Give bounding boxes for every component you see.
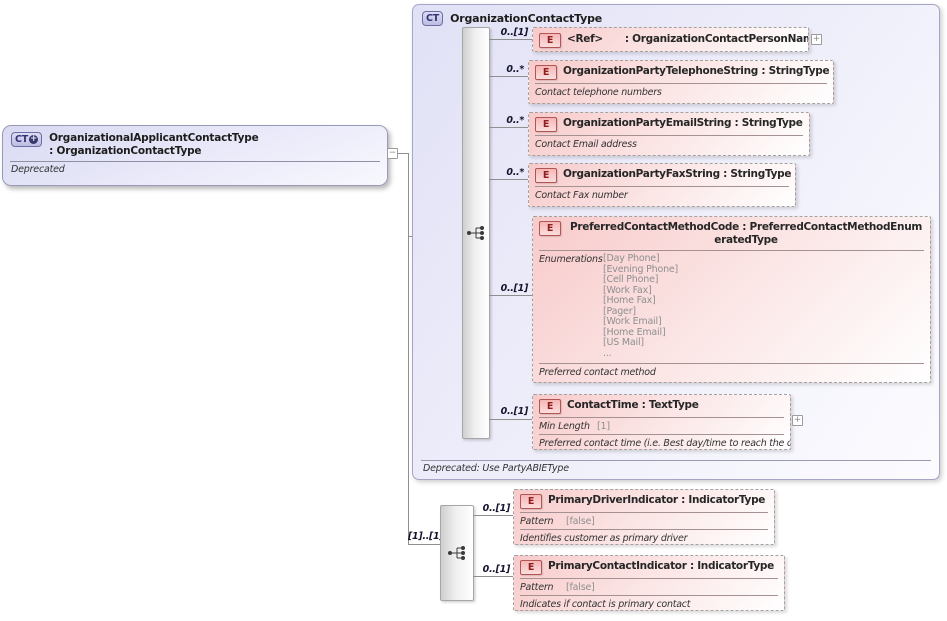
divider [10,161,380,162]
element-annotation: Contact Fax number [535,190,628,201]
divider [520,529,768,530]
cardinality-label: 0..[1] [500,27,529,38]
sequence-icon [448,546,465,560]
element-title: PrimaryDriverIndicator : IndicatorType [548,494,766,506]
container-title: OrganizationContactType [450,12,603,25]
divider [539,417,784,418]
element-title: PrimaryContactIndicator : IndicatorType [548,560,774,572]
expand-handle[interactable]: + [811,34,822,45]
root-title: OrganizationalApplicantContactType : Org… [49,132,379,158]
divider [421,460,931,461]
pattern-facet: Pattern [false] [514,513,774,528]
connector-line [398,153,408,154]
connector-line [489,179,528,180]
element-badge: E [535,168,557,183]
divider [520,595,778,596]
element-badge: E [539,33,561,48]
facet-value: [false] [566,582,595,593]
container-header: CT OrganizationContactType [413,5,939,32]
ct-badge: CT+ [11,132,43,147]
collapse-handle[interactable]: − [387,148,398,159]
connector-line [489,419,532,420]
divider [539,363,924,364]
connector-line [408,153,409,545]
element-title: OrganizationPartyTelephoneString : Strin… [563,65,830,77]
root-name: OrganizationalApplicantContactType [49,132,259,144]
divider [535,135,803,136]
element-title: PreferredContactMethodCode : PreferredCo… [569,221,923,246]
connector-line [489,39,532,40]
connector-line [473,576,513,577]
element-badge: E [539,399,561,414]
element-title: ContactTime : TextType [567,399,699,411]
connector-line [489,76,528,77]
element-annotation: Indicates if contact is primary contact [520,599,691,610]
expand-handle[interactable]: + [792,415,803,426]
divider [539,250,924,251]
connector-line [473,515,513,516]
facet-value: [1] [597,421,610,432]
enumerations-facet: Enumerations [Day Phone] [Evening Phone]… [533,251,930,360]
divider [535,186,789,187]
cardinality-label: 0..[1] [482,564,511,575]
element-title: OrganizationPartyEmailString : StringTyp… [563,117,803,129]
element-primary-driver-indicator[interactable]: E PrimaryDriverIndicator : IndicatorType… [513,489,775,545]
facet-label: Pattern [520,582,554,593]
cardinality-label: 0..* [506,64,524,75]
root-annotation: Deprecated [11,164,65,175]
element-preferred-contact-method-code[interactable]: E PreferredContactMethodCode : Preferred… [532,216,931,383]
element-badge: E [535,117,557,132]
ct-badge: CT [422,11,444,26]
element-annotation: Contact telephone numbers [535,87,662,98]
element-title: OrganizationPartyFaxString : StringType [563,168,792,180]
container-footer: Deprecated: Use PartyABIEType [421,460,931,477]
connector-line [408,544,441,545]
divider [520,578,778,579]
element-organization-party-telephone-string[interactable]: E OrganizationPartyTelephoneString : Str… [528,60,834,104]
element-annotation: Identifies customer as primary driver [520,533,688,544]
element-annotation: Preferred contact time (i.e. Best day/ti… [539,438,790,449]
connector-line [489,127,528,128]
facet-label: Min Length [539,421,590,432]
pattern-facet: Pattern [false] [514,579,784,594]
divider [520,512,768,513]
element-annotation: Contact Email address [535,139,637,150]
element-title: <Ref>: OrganizationContactPersonName [567,33,809,45]
facet-label: Pattern [520,516,554,527]
divider [535,83,827,84]
root-type: : OrganizationContactType [49,145,202,157]
min-length-facet: Min Length [1] [533,418,790,433]
divider [539,434,784,435]
connector-line [489,295,532,296]
cardinality-label: [1]..[1] [408,531,444,542]
facet-value: [false] [566,516,595,527]
element-ref[interactable]: E <Ref>: OrganizationContactPersonName [532,27,809,52]
extension-plus-icon: + [29,134,39,144]
element-badge: E [539,221,561,236]
cardinality-label: 0..* [506,115,524,126]
enumeration-values: [Day Phone] [Evening Phone] [Cell Phone]… [603,253,679,359]
element-contact-time[interactable]: E ContactTime : TextType Min Length [1] … [532,394,791,450]
element-annotation: Preferred contact method [539,367,656,378]
element-badge: E [520,560,542,575]
sequence-icon [467,226,484,240]
root-complex-type-box[interactable]: CT+ OrganizationalApplicantContactType :… [2,125,388,186]
cardinality-label: 0..[1] [482,503,511,514]
cardinality-label: 0..* [506,167,524,178]
cardinality-label: 0..[1] [500,406,529,417]
element-organization-party-fax-string[interactable]: E OrganizationPartyFaxString : StringTyp… [528,163,796,207]
facet-label: Enumerations [539,254,603,265]
element-badge: E [520,494,542,509]
element-badge: E [535,65,557,80]
element-primary-contact-indicator[interactable]: E PrimaryContactIndicator : IndicatorTyp… [513,555,785,611]
cardinality-label: 0..[1] [500,283,529,294]
element-organization-party-email-string[interactable]: E OrganizationPartyEmailString : StringT… [528,112,810,156]
container-footer-annotation: Deprecated: Use PartyABIEType [423,463,569,474]
